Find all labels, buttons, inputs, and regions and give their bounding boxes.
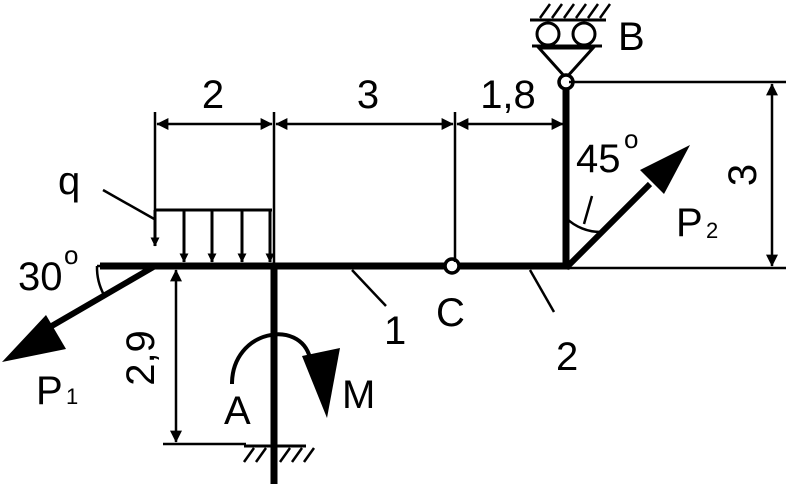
moment-m-arrow	[230, 332, 340, 418]
label-hinge-c: C	[436, 291, 465, 335]
force-p2-arrow	[563, 145, 690, 271]
label-member-2: 2	[556, 335, 578, 379]
roller-support-b	[530, 3, 612, 91]
angle-p1: 30	[18, 255, 63, 299]
dim-mid-span: 3	[357, 73, 379, 117]
hinge-c	[443, 257, 461, 275]
dim-support-height: 2,9	[119, 330, 163, 386]
label-moment: M	[342, 373, 375, 417]
fixed-support-a	[242, 444, 316, 463]
member-2-leader	[528, 269, 556, 313]
label-p1-sub: 1	[66, 384, 78, 409]
angle-p2-degree: o	[624, 124, 638, 154]
label-support-b: B	[618, 15, 645, 59]
label-member-1: 1	[384, 309, 406, 353]
label-p2: P	[676, 201, 703, 245]
dim-right-span: 1,8	[480, 73, 536, 117]
label-q: q	[58, 159, 80, 203]
dimension-lines	[153, 80, 786, 446]
angle-p1-degree: o	[64, 240, 78, 270]
angle-p2: 45	[576, 137, 621, 181]
distributed-load	[102, 188, 275, 263]
force-p1-arrow	[2, 263, 157, 362]
dim-load-span: 2	[202, 73, 224, 117]
dim-column-height: 3	[721, 164, 765, 186]
label-p1: P	[36, 369, 63, 413]
member-1-leader	[351, 269, 387, 307]
label-support-a: A	[224, 389, 251, 433]
label-p2-sub: 2	[706, 218, 718, 243]
